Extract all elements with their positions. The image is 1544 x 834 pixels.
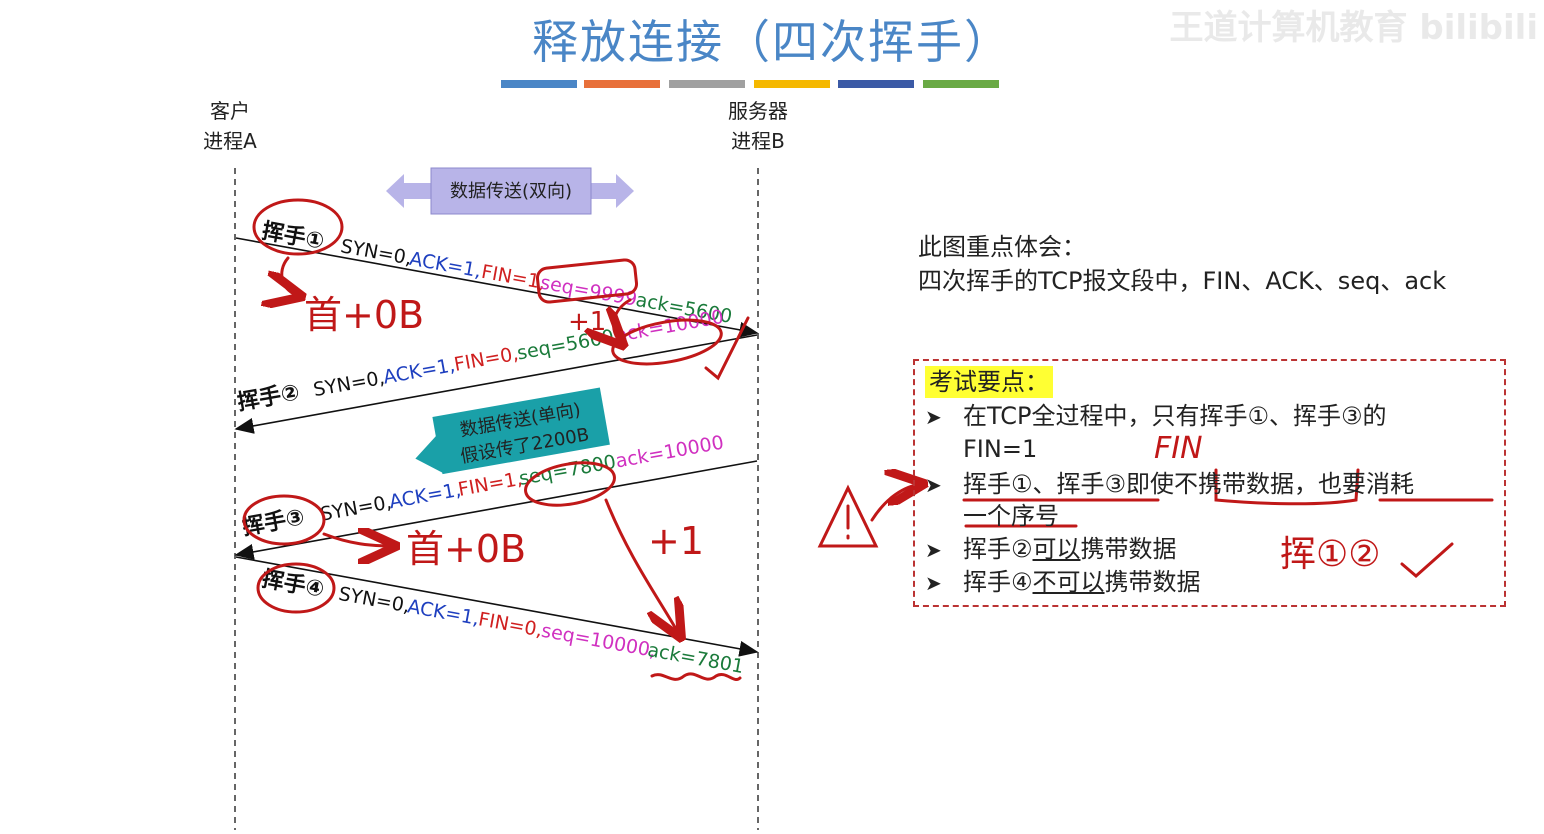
key-point-1-line1: 在TCP全过程中，只有挥手①、挥手③的: [963, 402, 1387, 430]
wave4-ack: ack=7801: [646, 639, 746, 678]
client-line1: 客户: [210, 99, 250, 123]
bullet-arrow-icon: ➤: [925, 473, 942, 497]
key-point-4-a: 挥手④: [963, 568, 1033, 596]
wave3-arrow: [234, 460, 758, 560]
seq7800-circle: [524, 461, 616, 507]
annotation-a4: +1: [648, 519, 704, 563]
watermark: 王道计算机教育 bilibili: [1169, 8, 1538, 48]
wave3-circle: [242, 494, 326, 546]
color-bar-segment: [923, 80, 999, 88]
wave4-fin: FIN=0,: [477, 608, 545, 641]
check-mark-top: [704, 316, 750, 381]
key-point-2-cont: 一个序号: [963, 500, 1059, 533]
ack10000-circle: [611, 318, 723, 366]
wave2-ack-flag: ACK=1,: [382, 354, 457, 388]
annotation-wave12: 挥①②: [1280, 534, 1381, 575]
wave4-arrow: [235, 556, 759, 657]
bullet-arrow-icon: ➤: [925, 405, 942, 429]
wave3-syn: SYN=0,: [319, 491, 394, 525]
wave2-fin: FIN=0,: [452, 343, 520, 376]
color-bar-segment: [584, 80, 660, 88]
key-point-2: ➤ 挥手①、挥手③即使不携带数据，也要消耗: [925, 468, 1414, 502]
key-points-title: 考试要点：: [925, 366, 1053, 398]
transfer-one-banner: 数据传送(单向) 假设传了2200B: [415, 387, 610, 475]
key-point-4-b: 不可以: [1032, 568, 1105, 596]
key-point-3-a: 挥手②: [963, 535, 1033, 563]
bullet-arrow-icon: ➤: [925, 571, 942, 595]
wave4-syn: SYN=0,: [337, 583, 412, 618]
color-bar-segment: [754, 80, 830, 88]
key-point-2-d: ，也要消耗: [1294, 470, 1415, 498]
key-point-1-cont: FIN=1: [963, 433, 1037, 466]
handwritten-annotations: [242, 198, 1494, 681]
notes-line1: 此图重点体会：: [918, 233, 1086, 261]
client-label: 客户 进程A: [190, 96, 270, 156]
annotation-a3: 首+0B: [406, 527, 526, 571]
wave2-arrow: [234, 334, 758, 434]
transfer-both-banner: 数据传送(双向): [386, 167, 634, 215]
wave4-circle: [256, 562, 336, 614]
seq9999-box: [535, 258, 639, 304]
wave1-arrow: [235, 237, 759, 338]
key-point-1-line2: FIN=1: [963, 435, 1038, 463]
bullet-arrow-icon: ➤: [925, 538, 942, 562]
wave1-hook-arrow: [282, 256, 300, 296]
key-point-1: ➤ 在TCP全过程中，只有挥手①、挥手③的: [925, 400, 1387, 434]
warning-arrow: [870, 484, 922, 522]
key-point-3-b: 可以: [1032, 535, 1081, 563]
warning-triangle: [817, 484, 879, 548]
key-point-2-line2: 一个序号: [963, 502, 1059, 530]
wave3-fin: FIN=1,: [456, 468, 524, 501]
client-line2: 进程A: [203, 129, 257, 153]
color-bar-segment: [838, 80, 914, 88]
wave1-syn: SYN=0,: [339, 235, 414, 270]
server-line1: 服务器: [728, 99, 788, 123]
wave3-label: 挥手③: [240, 504, 306, 541]
key-points-box: [913, 359, 1506, 607]
plus1-arrow-bottom: [604, 498, 680, 636]
annotation-a2: +1: [568, 307, 606, 337]
notes-block: 此图重点体会： 四次挥手的TCP报文段中，FIN、ACK、seq、ack: [918, 230, 1446, 298]
transfer-both-text: 数据传送(双向): [450, 181, 572, 202]
page-title: 释放连接（四次挥手）: [532, 15, 1012, 69]
wave2-syn: SYN=0,: [312, 367, 387, 401]
wave3-ack: ack=10000: [614, 432, 726, 473]
color-bar-segment: [669, 80, 745, 88]
wave4-seq: seq=10000,: [540, 620, 658, 662]
server-label: 服务器 进程B: [713, 96, 803, 156]
color-bar-segment: [501, 80, 577, 88]
wave4-ack-flag: ACK=1,: [406, 595, 481, 630]
ack7801-squiggle: [650, 672, 742, 681]
annotation-fin: FIN: [1154, 431, 1203, 466]
key-point-3: ➤ 挥手②可以携带数据: [925, 533, 1177, 567]
box-b2c: [1214, 468, 1360, 506]
key-point-4: ➤ 挥手④不可以携带数据: [925, 566, 1201, 600]
annotation-a1: 首+0B: [304, 293, 424, 337]
wave3-ack-flag: ACK=1,: [388, 479, 463, 513]
key-point-3-c: 携带数据: [1080, 535, 1177, 563]
wave1-circle: [252, 198, 344, 256]
server-line2: 进程B: [731, 129, 785, 153]
notes-line2: 四次挥手的TCP报文段中，FIN、ACK、seq、ack: [918, 267, 1447, 295]
key-point-2-b: 即使: [1126, 470, 1175, 498]
wave3-arrow: [322, 534, 394, 546]
key-point-2-c: 不携带数据: [1174, 470, 1295, 498]
wave2-label: 挥手②: [235, 379, 301, 416]
check-mark-bullets: [1400, 542, 1454, 578]
wave1-ack-flag: ACK=1,: [408, 248, 483, 283]
key-point-4-c: 携带数据: [1104, 568, 1201, 596]
key-point-2-a: 挥手①、挥手③: [963, 470, 1127, 498]
